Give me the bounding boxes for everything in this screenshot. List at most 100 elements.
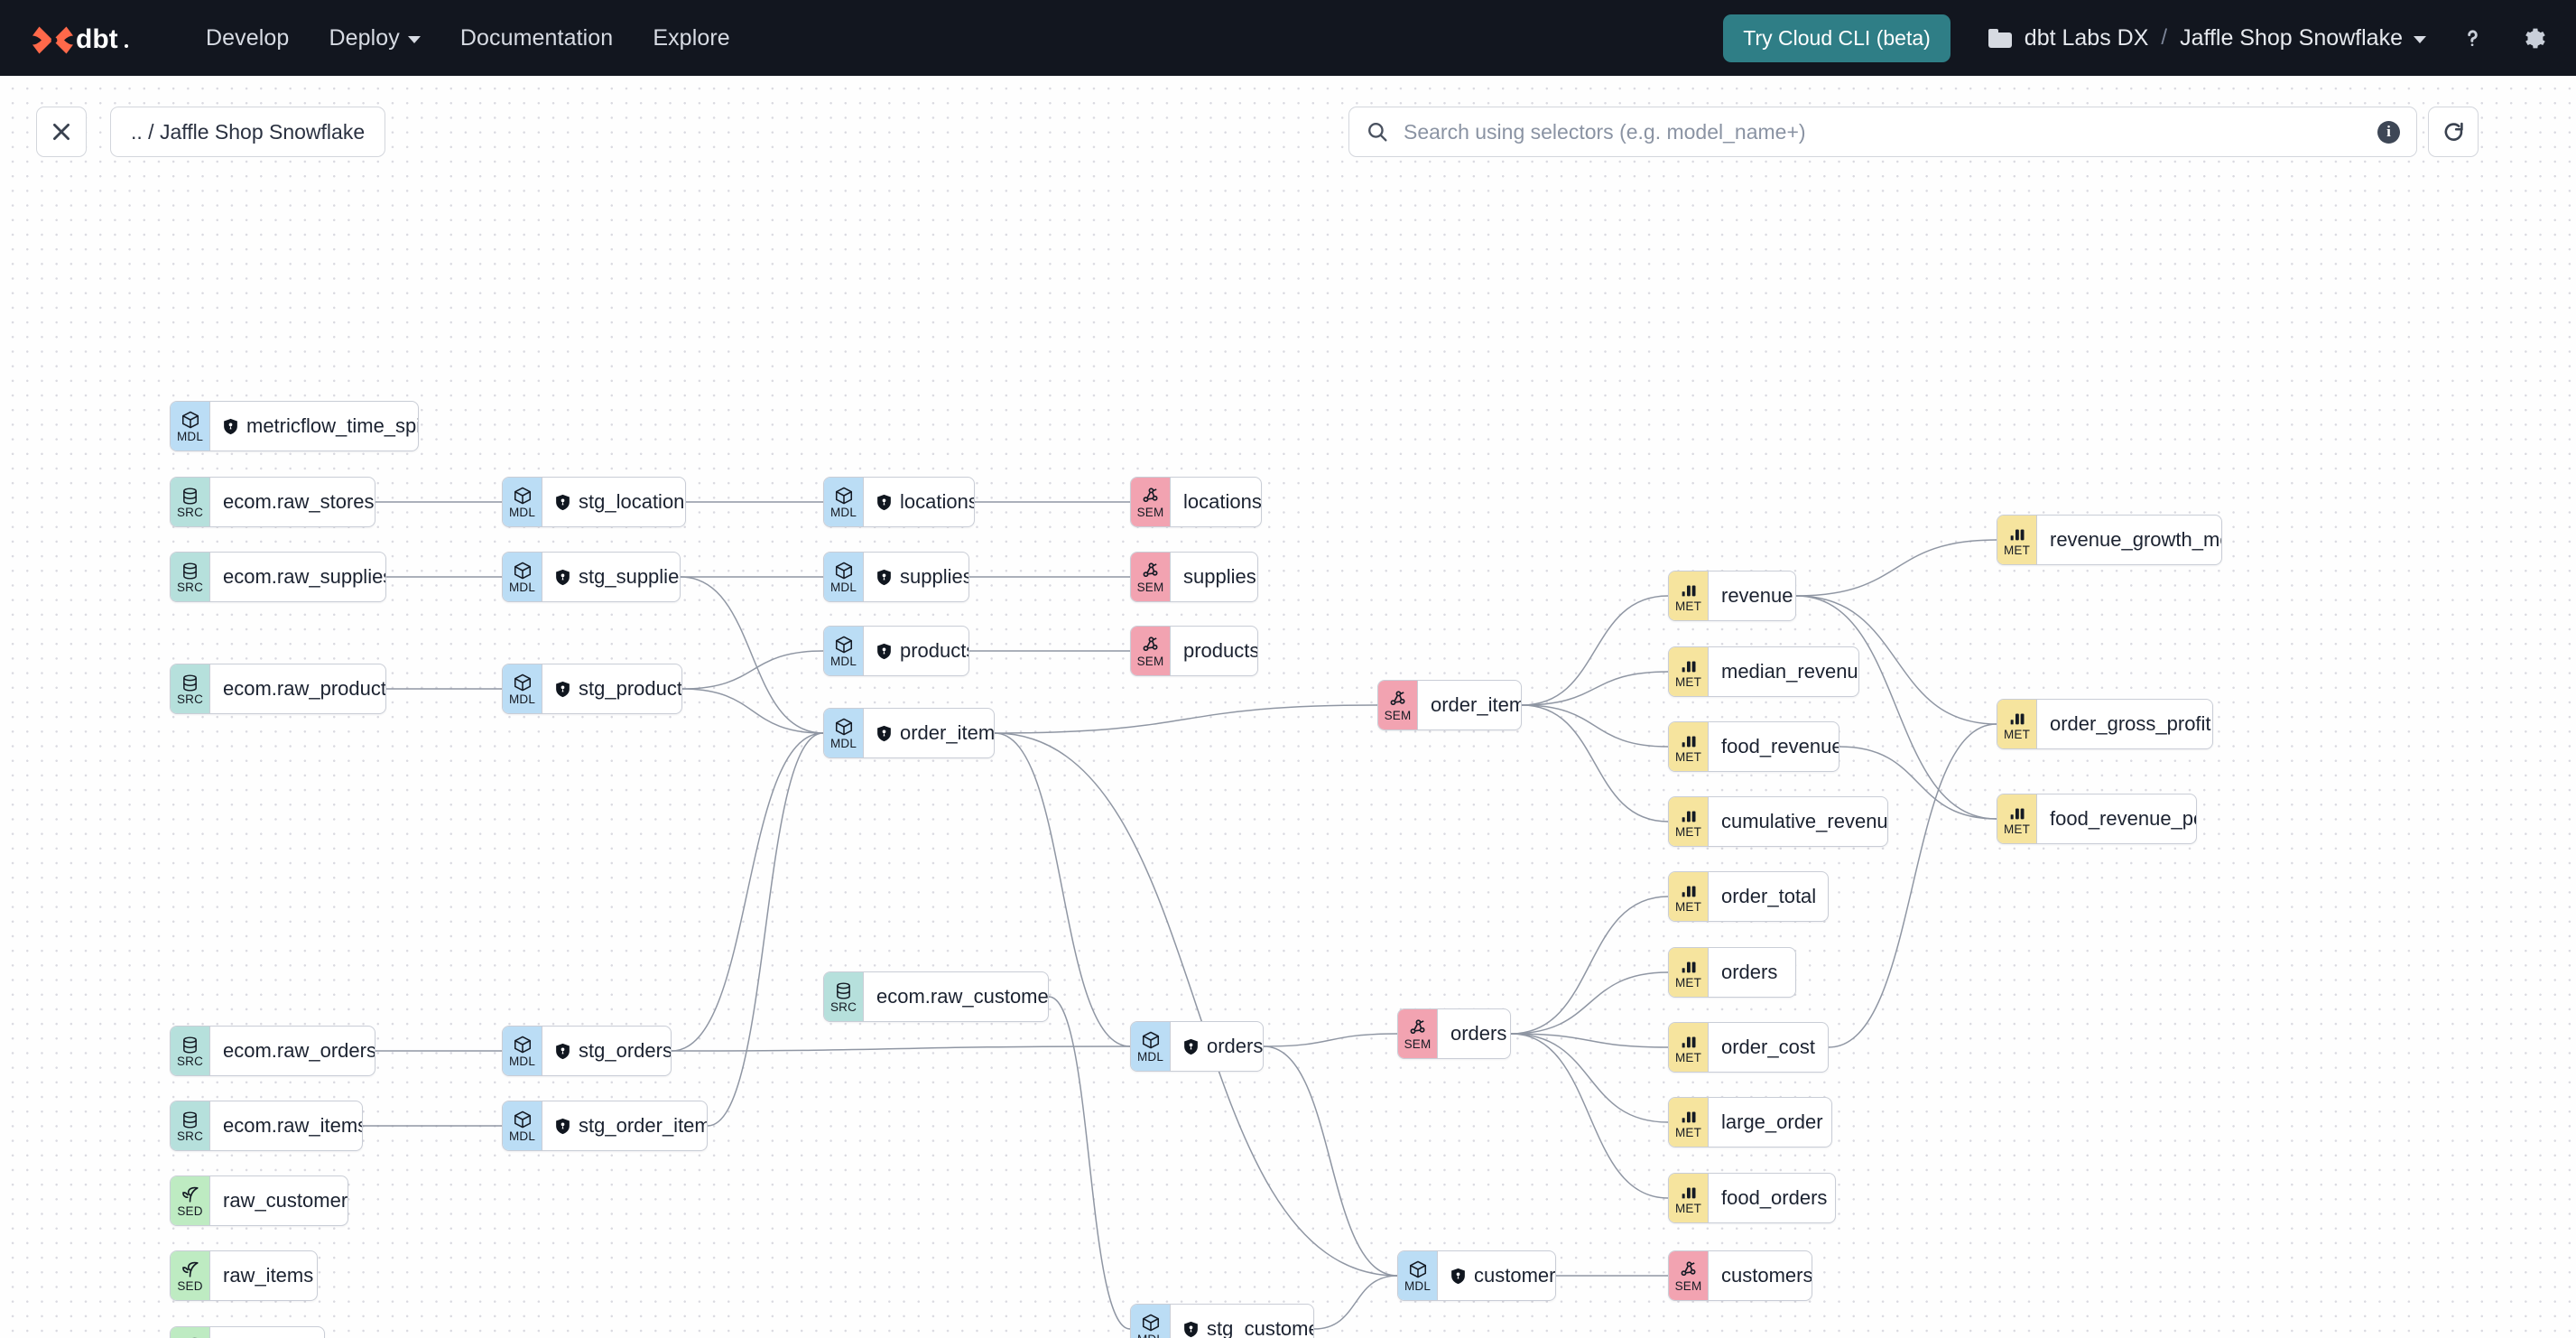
nav-explore[interactable]: Explore [633,16,749,60]
node-label-wrap: order_items [864,709,994,757]
met-icon [1679,580,1699,599]
lineage-node-stg_order_items[interactable]: MDL stg_order_items [502,1101,708,1151]
lineage-edge [1795,595,1997,820]
node-label: food_revenue_pct [2050,807,2197,830]
node-label: stg_order_items [579,1114,708,1137]
node-label-wrap: products [1171,627,1257,675]
met-icon [1679,956,1699,976]
lineage-edge [671,732,824,1052]
selector-info-icon[interactable]: i [2377,120,2400,144]
lineage-edge [681,650,824,690]
lineage-node-mdl_customers[interactable]: MDLcustomers [1397,1250,1556,1301]
search-box[interactable]: i [1348,107,2417,157]
node-label: supplies [900,565,969,588]
settings-gear-icon[interactable] [2518,23,2549,53]
lineage-edge [681,688,824,734]
node-type-badge-sem: SEM [1131,553,1171,601]
nav-develop[interactable]: Develop [186,16,309,60]
node-label: order_gross_profit [2050,712,2211,735]
sem-icon [1141,635,1161,655]
nav-deploy[interactable]: Deploy [309,16,440,60]
breadcrumb-button[interactable]: .. / Jaffle Shop Snowflake [110,107,386,157]
node-type-badge-mdl: MDL [1131,1305,1171,1338]
account-name[interactable]: dbt Labs DX [2024,24,2149,51]
node-label-wrap: stg_supplies [542,553,680,601]
node-label: raw_items [223,1264,314,1287]
node-type-badge-sed: SED [171,1327,210,1338]
src-icon [181,486,199,506]
node-label-wrap: stg_customers [1171,1305,1313,1338]
refresh-graph-button[interactable] [2428,107,2479,157]
nav-documentation[interactable]: Documentation [440,16,633,60]
lineage-edge [1263,1045,1398,1277]
node-type-badge-sem: SEM [1131,627,1171,675]
met-icon [1679,655,1699,675]
lineage-canvas[interactable]: .. / Jaffle Shop Snowflake i MDLmetricfl… [0,76,2576,1338]
sem-icon [1141,561,1161,581]
node-type-label: SRC [176,692,204,706]
node-label: median_revenue [1721,660,1859,683]
mdl-icon [181,410,200,430]
node-label-wrap: locations [864,478,974,526]
node-type-badge-met: MET [1669,872,1709,921]
mdl-icon [513,1035,533,1055]
met-icon [1679,805,1699,825]
node-type-label: MDL [1136,1049,1164,1064]
search-input[interactable] [1402,118,2365,145]
node-type-badge-met: MET [1669,1174,1709,1222]
lineage-edge [1521,671,1669,706]
help-icon[interactable] [2457,23,2488,53]
node-type-badge-met: MET [1669,1098,1709,1147]
close-lineage-button[interactable] [36,107,87,157]
try-cloud-cli-button[interactable]: Try Cloud CLI (beta) [1723,14,1951,62]
close-icon [53,124,69,140]
project-selector[interactable]: Jaffle Shop Snowflake [2180,25,2426,51]
node-label-wrap: products [864,627,968,675]
node-type-badge-mdl: MDL [503,1101,542,1150]
dbt-logo[interactable]: dbt [31,18,135,58]
lineage-edge [707,732,824,1127]
sed-icon [181,1259,200,1279]
node-type-badge-mdl: MDL [503,553,542,601]
node-type-label: SEM [1404,1036,1432,1051]
node-type-label: SRC [176,580,204,594]
